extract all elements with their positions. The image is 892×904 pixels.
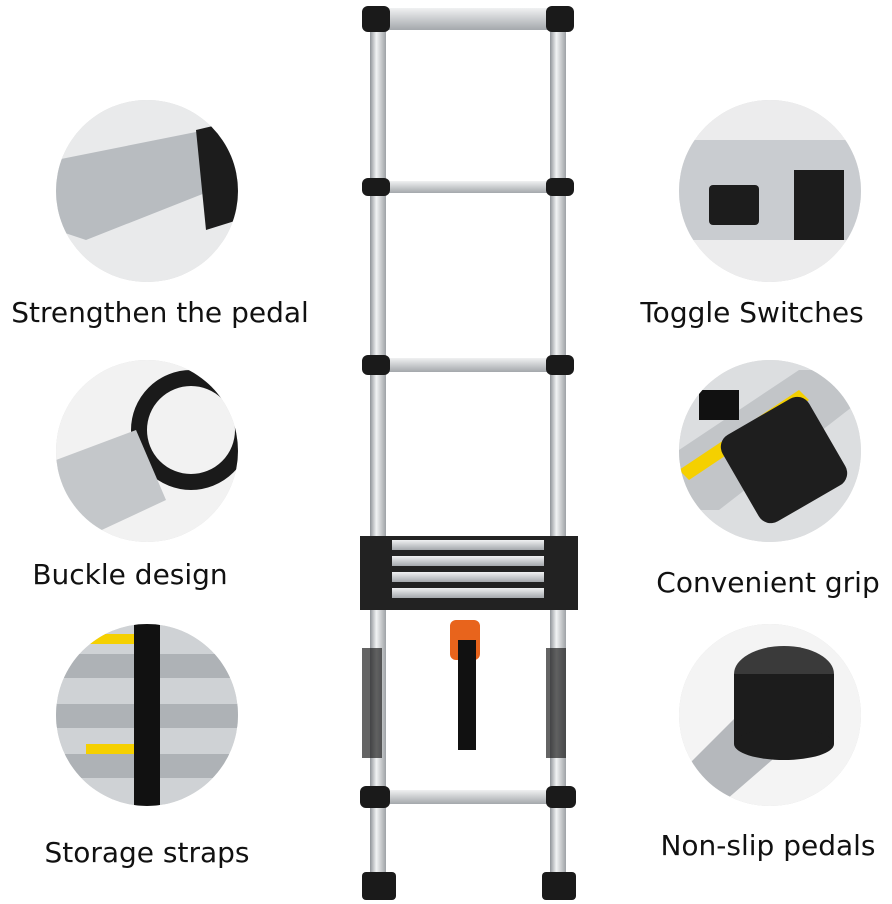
feature-label: Non-slip pedals bbox=[660, 829, 876, 862]
feature-image-non-slip-pedals bbox=[679, 624, 861, 806]
foot bbox=[362, 872, 396, 900]
feature-label: Convenient grip bbox=[656, 566, 880, 599]
collapsed-rungs bbox=[360, 536, 578, 610]
feature-image-storage-straps bbox=[56, 624, 238, 806]
feature-label: Toggle Switches bbox=[640, 296, 864, 329]
feature-image-strengthen-pedal bbox=[56, 100, 238, 282]
rung bbox=[360, 786, 576, 808]
feature-image-buckle-design bbox=[56, 360, 238, 542]
rung bbox=[362, 6, 574, 32]
hanging-strap bbox=[450, 620, 480, 750]
feature-label: Buckle design bbox=[32, 558, 228, 591]
feature-image-convenient-grip bbox=[679, 360, 861, 542]
feature-label: Storage straps bbox=[44, 836, 250, 869]
rung bbox=[362, 178, 574, 196]
rung bbox=[362, 355, 574, 375]
foot bbox=[542, 872, 576, 900]
telescopic-ladder-image bbox=[360, 6, 578, 900]
feature-image-toggle-switches bbox=[679, 100, 861, 282]
feature-label: Strengthen the pedal bbox=[11, 296, 309, 329]
